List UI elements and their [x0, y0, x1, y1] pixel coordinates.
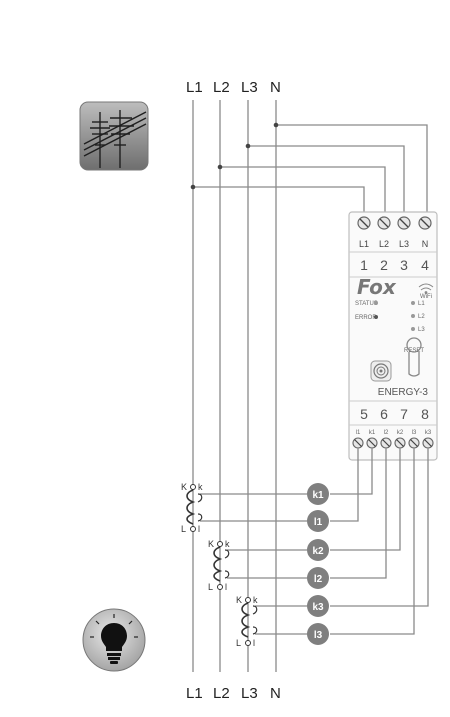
output-number-6: 6 — [380, 406, 388, 422]
badge-k3: k3 — [307, 595, 329, 617]
bottom-label-n: N — [270, 685, 281, 702]
error-led — [374, 315, 378, 319]
svg-text:l: l — [225, 582, 227, 592]
input-wires — [193, 124, 428, 212]
bottom-label-l2: L2 — [213, 685, 230, 702]
svg-text:l3: l3 — [314, 630, 323, 641]
input-terminals — [357, 216, 432, 230]
input-number-2: 2 — [380, 257, 388, 273]
output-terminal-label-k3: k3 — [425, 430, 432, 436]
top-label-n: N — [270, 79, 281, 96]
antenna-connector-icon — [370, 360, 392, 382]
svg-text:L: L — [236, 638, 241, 648]
junction-dots — [190, 122, 279, 190]
bottom-label-l1: L1 — [186, 685, 203, 702]
output-number-8: 8 — [421, 406, 429, 422]
svg-text:k2: k2 — [312, 546, 324, 557]
phase-led-label-l3: L3 — [418, 327, 425, 333]
reset-label: RESET — [404, 348, 424, 354]
wifi-icon — [418, 283, 434, 294]
light-bulb-icon — [82, 608, 146, 672]
svg-text:k: k — [225, 539, 230, 549]
wire-l1 — [193, 186, 365, 212]
phase-led-label-l1: L1 — [418, 301, 425, 307]
svg-text:l1: l1 — [314, 517, 323, 528]
output-number-5: 5 — [360, 406, 368, 422]
ct-wires — [200, 448, 429, 635]
brand-logo: Fox — [357, 275, 397, 299]
svg-text:K: K — [208, 539, 214, 549]
power-pylon-icon — [79, 101, 149, 171]
phase-led-l3 — [411, 327, 415, 331]
top-label-l2: L2 — [213, 79, 230, 96]
svg-text:l2: l2 — [314, 574, 323, 585]
input-terminal-label-n: N — [422, 239, 429, 249]
current-transformer-l2: K k L l — [208, 539, 230, 592]
input-number-3: 3 — [400, 257, 408, 273]
badge-k2: k2 — [307, 539, 329, 561]
input-terminal-label-l3: L3 — [399, 239, 409, 249]
bottom-label-l3: L3 — [241, 685, 258, 702]
wire-l3 — [330, 448, 415, 635]
output-terminal-label-l1: l1 — [356, 430, 361, 436]
phase-led-l1 — [411, 301, 415, 305]
input-number-1: 1 — [360, 257, 368, 273]
svg-text:L: L — [208, 582, 213, 592]
svg-text:k: k — [253, 595, 258, 605]
badge-l3: l3 — [307, 623, 329, 645]
svg-text:k3: k3 — [312, 602, 324, 613]
output-terminal-label-k1: k1 — [369, 430, 376, 436]
model-label: ENERGY-3 — [378, 387, 429, 398]
svg-text:k: k — [198, 482, 203, 492]
bus-lines — [192, 100, 277, 672]
top-label-l3: L3 — [241, 79, 258, 96]
wire-l1 — [330, 448, 359, 522]
top-label-l1: L1 — [186, 79, 203, 96]
svg-text:l: l — [198, 524, 200, 534]
energy-meter-device: L1 L2 L3 N 1 2 3 4 Fox WiFi STATUS ERROR… — [348, 211, 438, 461]
reset-button-icon — [406, 337, 422, 377]
status-led — [374, 301, 378, 305]
output-terminal-label-l2: l2 — [384, 430, 389, 436]
svg-text:L: L — [181, 524, 186, 534]
output-terminal-label-l3: l3 — [412, 430, 417, 436]
wire-l3 — [248, 145, 405, 212]
output-number-7: 7 — [400, 406, 408, 422]
wire-l2 — [330, 448, 387, 579]
wire-k3 — [330, 448, 429, 607]
wire-n — [276, 124, 428, 212]
current-transformer-l3: K k L l — [236, 595, 258, 648]
phase-led-label-l2: L2 — [418, 314, 425, 320]
wire-k2 — [330, 448, 401, 551]
wire-k1 — [330, 448, 373, 495]
input-terminal-label-l2: L2 — [379, 239, 389, 249]
badge-l1: l1 — [307, 510, 329, 532]
svg-text:K: K — [236, 595, 242, 605]
svg-text:K: K — [181, 482, 187, 492]
wire-l2 — [220, 166, 386, 212]
wifi-label: WiFi — [420, 294, 432, 300]
svg-text:l: l — [253, 638, 255, 648]
badge-l2: l2 — [307, 567, 329, 589]
input-terminal-label-l1: L1 — [359, 239, 369, 249]
input-number-4: 4 — [421, 257, 429, 273]
current-transformer-l1: K k L l — [181, 482, 203, 534]
error-label: ERROR — [355, 315, 377, 321]
phase-led-l2 — [411, 314, 415, 318]
output-terminal-label-k2: k2 — [397, 430, 404, 436]
svg-text:k1: k1 — [312, 490, 324, 501]
status-label: STATUS — [355, 301, 378, 307]
badge-k1: k1 — [307, 483, 329, 505]
